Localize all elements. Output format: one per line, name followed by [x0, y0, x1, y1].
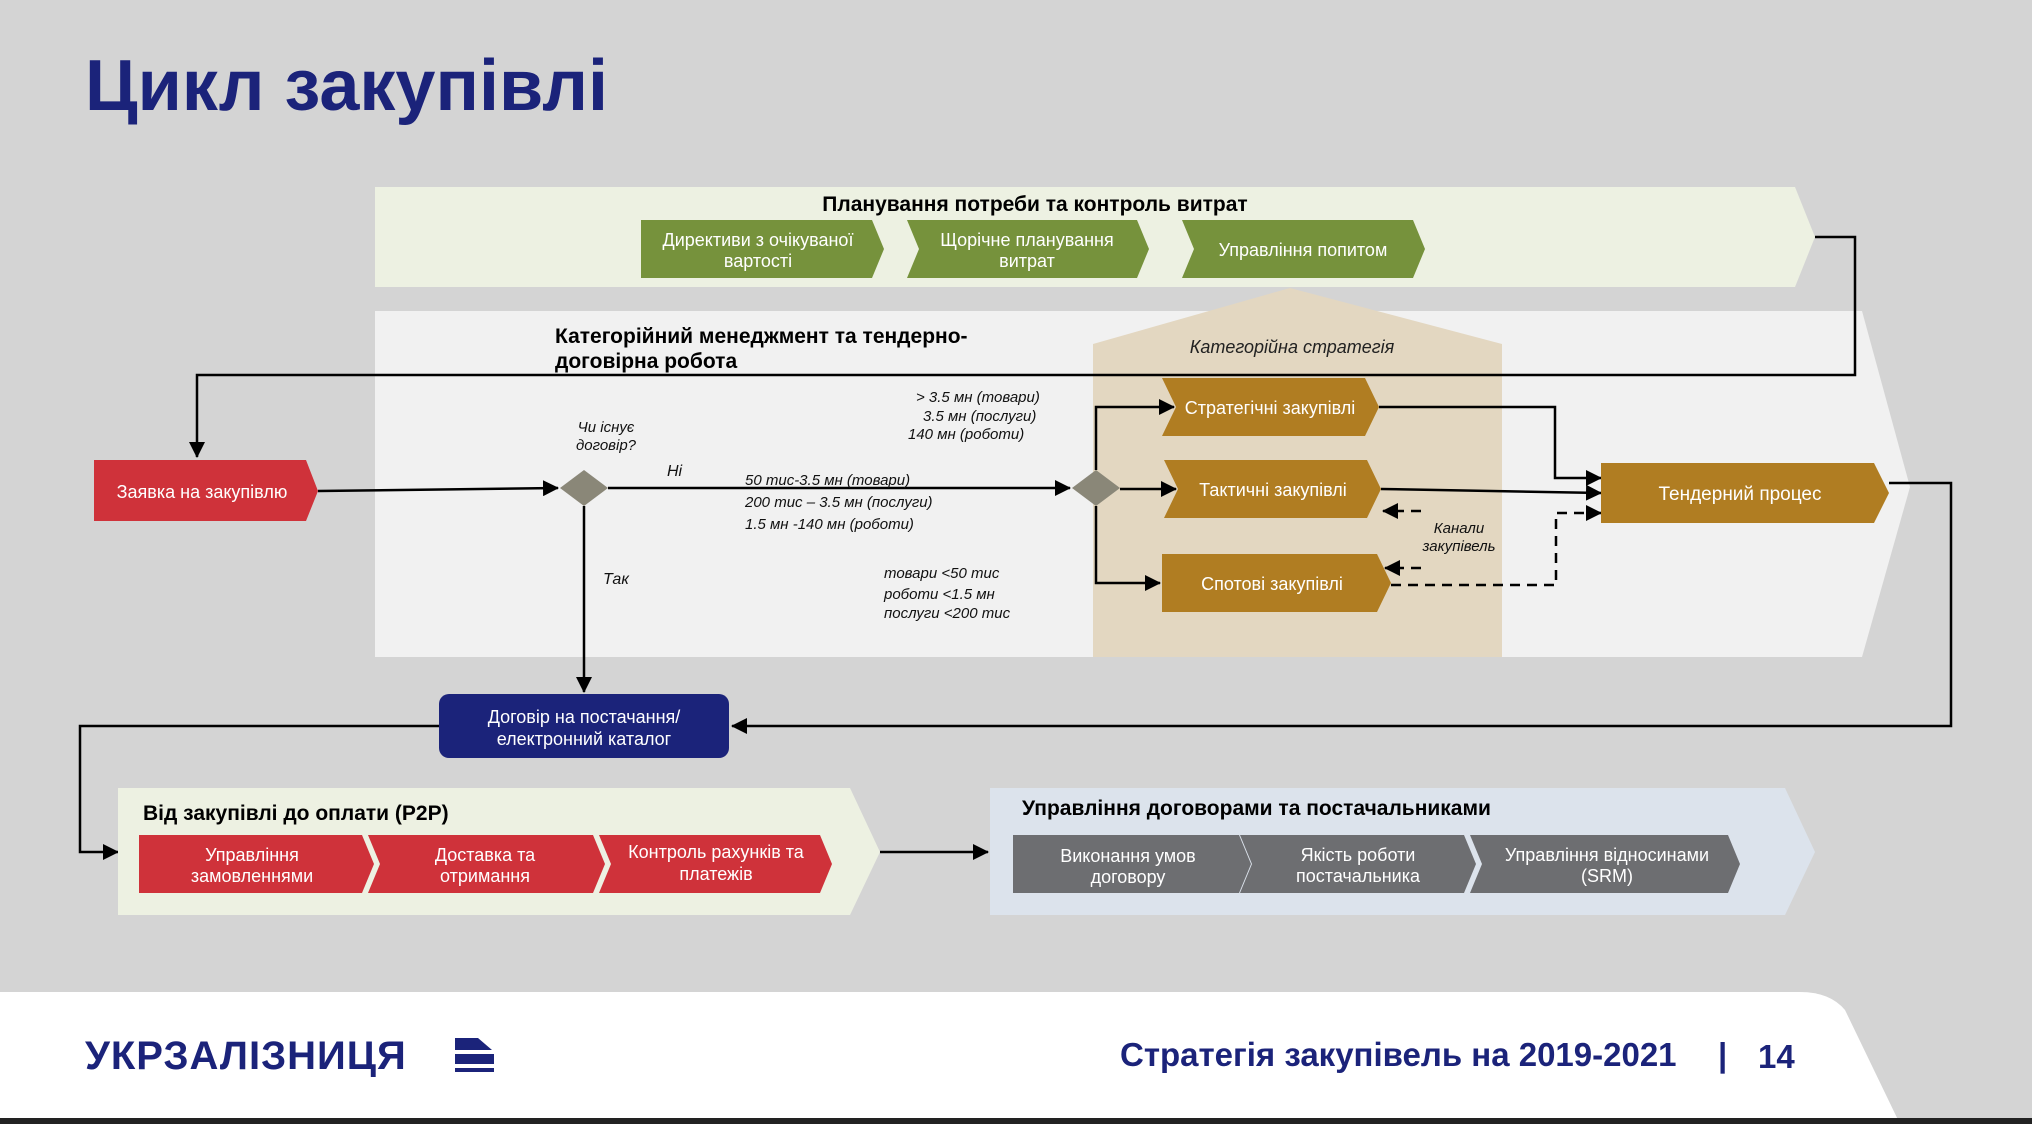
contract-label: електронний каталог	[497, 729, 672, 749]
arrow-contract-to-p2p	[78, 724, 439, 860]
planning-step-label: Управління попитом	[1219, 240, 1388, 260]
category-strategy-label: Категорійна стратегія	[1190, 337, 1395, 357]
arrow-tactical-to-tender	[1380, 484, 1602, 501]
p2p-step-label: Контроль рахунків та	[628, 842, 805, 862]
planning-step-label: Щорічне планування	[940, 230, 1113, 250]
srm-step-label: Якість роботи	[1301, 845, 1416, 865]
p2p-step-orders: Управління замовленнями	[139, 835, 374, 893]
planning-step-label: Директиви з очікуваної	[663, 230, 854, 250]
p2p-step-label: платежів	[679, 864, 752, 884]
purchase-request: Заявка на закупівлю	[94, 460, 318, 521]
p2p-step-label: Управління	[205, 845, 299, 865]
footer-band	[0, 992, 1900, 1124]
no-label: Ні	[667, 463, 683, 480]
threshold-text: > 3.5 мн (товари)	[916, 389, 1040, 406]
spot-label: Спотові закупівлі	[1201, 574, 1343, 594]
planning-step-directives: Директиви з очікуваної вартості	[641, 220, 884, 278]
loop-arrow-planning-to-request	[189, 235, 1857, 458]
channels-label: Канали	[1434, 520, 1485, 537]
p2p-step-label: отримання	[440, 866, 530, 886]
decision-question: Чи існує	[578, 419, 635, 436]
yes-label: Так	[603, 571, 630, 588]
p2p-step-label: замовленнями	[191, 866, 313, 886]
footer-bottom-strip	[0, 1118, 2032, 1124]
arrow-to-strategic	[1094, 399, 1175, 470]
channels-label: закупівель	[1421, 538, 1495, 555]
planning-step-label: витрат	[999, 251, 1055, 271]
planning-step-annual: Щорічне планування витрат	[907, 220, 1149, 278]
threshold-text: 200 тис – 3.5 мн (послуги)	[744, 494, 933, 511]
contract-label: Договір на постачання/	[488, 707, 681, 727]
threshold-text: 3.5 мн (послуги)	[923, 408, 1036, 425]
footer-separator: |	[1718, 1036, 1727, 1073]
threshold-text: роботи <1.5 мн	[883, 586, 995, 603]
arrow-strategic-to-tender	[1379, 405, 1602, 486]
planning-header: Планування потреби та контроль витрат	[822, 193, 1247, 216]
p2p-header: Від закупівлі до оплати (P2P)	[143, 802, 449, 825]
slide-title: Цикл закупівлі	[85, 46, 609, 126]
srm-step-label: Виконання умов	[1060, 846, 1195, 866]
arrow-request-to-decision	[317, 480, 559, 497]
page-number: 14	[1758, 1038, 1795, 1075]
arrow-tender-to-contract	[731, 481, 1953, 734]
tactical-procurement: Тактичні закупівлі	[1164, 460, 1381, 518]
strategic-procurement: Стратегічні закупівлі	[1162, 378, 1379, 436]
p2p-step-delivery: Доставка та отримання	[368, 835, 605, 893]
threshold-text: товари <50 тис	[884, 565, 1000, 582]
threshold-text: послуги <200 тис	[884, 605, 1011, 622]
threshold-text: 50 тис-3.5 мн (товари)	[745, 472, 910, 489]
tactical-label: Тактичні закупівлі	[1199, 480, 1347, 500]
planning-step-demand: Управління попитом	[1182, 220, 1425, 278]
spot-procurement: Спотові закупівлі	[1162, 554, 1391, 612]
purchase-request-label: Заявка на закупівлю	[117, 482, 288, 502]
srm-step-label: (SRM)	[1581, 866, 1633, 886]
srm-step-relations: Управління відносинами (SRM)	[1470, 835, 1740, 893]
srm-step-terms: Виконання умов договору	[1013, 835, 1251, 893]
srm-step-label: договору	[1091, 867, 1166, 887]
dashed-spot-to-tender	[1391, 505, 1602, 587]
thresholds-low: товари <50 тис роботи <1.5 мн послуги <2…	[883, 565, 1011, 622]
category-header: Категорійний менеджмент та тендерно-	[555, 325, 968, 348]
decision-question: договір?	[576, 437, 637, 454]
threshold-text: 140 мн (роботи)	[908, 426, 1024, 443]
footer-subtitle: Стратегія закупівель на 2019-2021	[1120, 1036, 1677, 1073]
company-logo-text: УКРЗАЛІЗНИЦЯ	[85, 1034, 407, 1078]
tender-label: Тендерний процес	[1659, 484, 1822, 505]
srm-header: Управління договорами та постачальниками	[1022, 797, 1491, 820]
strategic-label: Стратегічні закупівлі	[1185, 398, 1356, 418]
arrow-to-spot	[1094, 506, 1161, 591]
p2p-step-invoices: Контроль рахунків та платежів	[599, 835, 832, 893]
srm-step-quality: Якість роботи постачальника	[1240, 835, 1476, 893]
thresholds-high: > 3.5 мн (товари) 3.5 мн (послуги) 140 м…	[908, 389, 1040, 443]
srm-step-label: постачальника	[1296, 866, 1421, 886]
tender-process: Тендерний процес	[1601, 463, 1889, 523]
category-header: договірна робота	[555, 350, 737, 373]
supply-contract: Договір на постачання/ електронний катал…	[439, 694, 729, 758]
planning-step-label: вартості	[724, 251, 792, 271]
srm-step-label: Управління відносинами	[1505, 845, 1709, 865]
thresholds-mid: 50 тис-3.5 мн (товари) 200 тис – 3.5 мн …	[744, 472, 933, 533]
channel-split-diamond	[1072, 470, 1120, 506]
threshold-text: 1.5 мн -140 мн (роботи)	[745, 516, 914, 533]
company-logo-mark-icon	[455, 1038, 494, 1072]
decision-diamond-contract	[560, 470, 608, 506]
p2p-step-label: Доставка та	[435, 845, 536, 865]
